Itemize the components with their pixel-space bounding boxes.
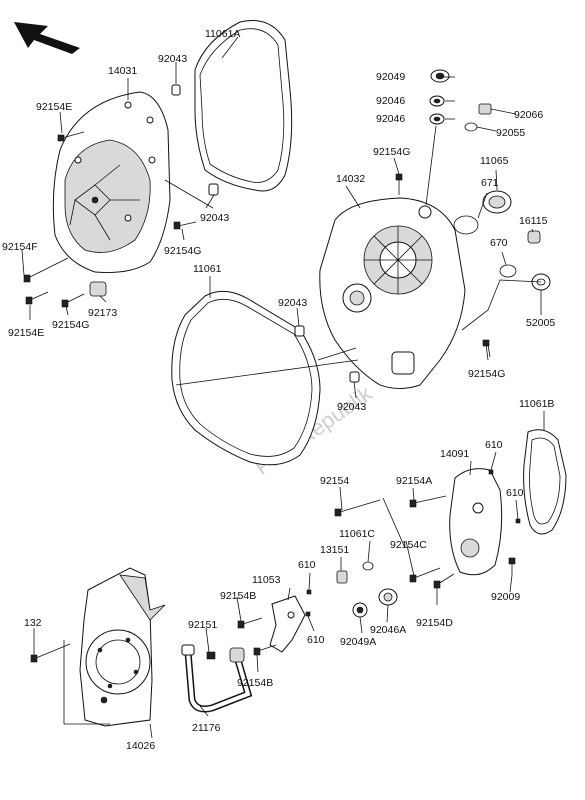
label-610-b: 610 — [506, 487, 524, 499]
label-11065: 11065 — [480, 155, 509, 167]
label-92066: 92066 — [514, 109, 543, 121]
bearing-92046-a — [429, 95, 445, 107]
cap-92173 — [89, 281, 107, 297]
label-92154A: 92154A — [396, 475, 432, 487]
dowel-92043-lower-a — [294, 325, 305, 337]
gasket-11061A — [194, 20, 293, 192]
label-670: 670 — [490, 237, 508, 249]
label-132: 132 — [24, 617, 42, 629]
label-92049: 92049 — [376, 71, 405, 83]
label-11061B: 11061B — [519, 398, 554, 410]
o-ring-670 — [499, 264, 517, 278]
label-14026: 14026 — [126, 740, 155, 752]
right-engine-cover-14032 — [319, 197, 466, 389]
pin-610-a — [488, 469, 494, 475]
gasket-11061 — [171, 290, 321, 466]
pin-610-d — [305, 611, 311, 617]
dowel-92043-mid — [208, 183, 219, 196]
label-92046-b: 92046 — [376, 113, 405, 125]
label-92046A: 92046A — [370, 624, 406, 636]
pin-610-b — [515, 518, 521, 524]
left-engine-cover-14031 — [52, 91, 171, 273]
label-92154: 92154 — [320, 475, 349, 487]
label-52005: 52005 — [526, 317, 555, 329]
bearing-92049A — [352, 602, 368, 618]
label-610-d: 610 — [307, 634, 325, 646]
bolt-92154A — [409, 495, 447, 508]
label-92151: 92151 — [188, 619, 217, 631]
bolt-92151 — [206, 651, 216, 660]
label-92046-a: 92046 — [376, 95, 405, 107]
sprocket-cover-14026 — [79, 567, 166, 727]
label-92173: 92173 — [88, 307, 117, 319]
bolt-92154C — [409, 567, 441, 583]
label-92043-c: 92043 — [278, 297, 307, 309]
direction-arrow-icon — [14, 22, 80, 54]
label-14032: 14032 — [336, 173, 365, 185]
label-92055: 92055 — [496, 127, 525, 139]
label-671: 671 — [481, 177, 499, 189]
label-13151: 13151 — [320, 544, 349, 556]
bracket-11053 — [269, 595, 306, 653]
label-92154G-a: 92154G — [164, 245, 201, 257]
bolt-92154G-top-right — [395, 173, 403, 195]
label-11061: 11061 — [193, 263, 222, 275]
label-11053: 11053 — [252, 574, 281, 586]
bolt-92154G-lower-left — [61, 293, 85, 308]
dowel-92043-top — [171, 84, 181, 96]
bolt-92154E-top — [57, 131, 85, 142]
label-92043-a: 92043 — [158, 53, 187, 65]
label-14091: 14091 — [440, 448, 469, 460]
o-ring-92055 — [464, 122, 478, 132]
part-labels: 11061A 92043 14031 92154E 92043 92154F 9… — [2, 28, 555, 752]
label-92009: 92009 — [491, 591, 520, 603]
bolt-92009 — [508, 557, 516, 575]
bolt-92154 — [334, 499, 381, 517]
label-14031: 14031 — [108, 65, 137, 77]
label-92154G-d: 92154G — [468, 368, 505, 380]
label-11061C: 11061C — [339, 528, 375, 540]
label-92154E-bottom: 92154E — [8, 327, 44, 339]
bolt-92154G-left — [173, 221, 197, 230]
bolt-92154B-a — [237, 617, 263, 629]
plug-92066 — [478, 103, 492, 115]
label-92154G-b: 92154G — [52, 319, 89, 331]
switch-13151 — [336, 570, 348, 584]
label-610-a: 610 — [485, 439, 503, 451]
cover-14091 — [449, 468, 503, 576]
o-ring-671 — [453, 215, 479, 235]
label-92154F: 92154F — [2, 241, 38, 253]
label-92154B-b: 92154B — [237, 677, 273, 689]
label-16115: 16115 — [519, 215, 548, 227]
label-92154D: 92154D — [416, 617, 453, 629]
label-92154C: 92154C — [390, 539, 427, 551]
pin-610-c — [306, 589, 312, 595]
bolt-92154E-bottom — [25, 291, 49, 305]
label-92154E-top: 92154E — [36, 101, 72, 113]
oil-filler-cap-16115 — [527, 230, 541, 244]
label-92043-b: 92043 — [200, 212, 229, 224]
cap-11065 — [482, 190, 512, 214]
bearing-92046-b — [429, 113, 445, 125]
leader-lines — [21, 36, 545, 739]
bolt-92154D — [433, 573, 455, 589]
hose-21176 — [181, 644, 253, 713]
washer-11061C — [362, 561, 374, 571]
label-92043-d: 92043 — [337, 401, 366, 413]
bearing-92046A — [378, 588, 398, 606]
label-11061A: 11061A — [205, 28, 240, 40]
dowel-92043-lower-b — [349, 371, 360, 383]
bolt-92154G-right — [482, 339, 490, 361]
bearing-92049 — [430, 69, 450, 83]
bolt-92154B-b — [253, 644, 277, 656]
label-610-c: 610 — [298, 559, 316, 571]
label-92154B-a: 92154B — [220, 590, 256, 602]
label-92049A: 92049A — [340, 636, 376, 648]
label-92154G-c: 92154G — [373, 146, 410, 158]
bolt-92154F — [23, 257, 69, 283]
gasket-11061B — [523, 429, 567, 535]
label-21176: 21176 — [192, 722, 221, 734]
